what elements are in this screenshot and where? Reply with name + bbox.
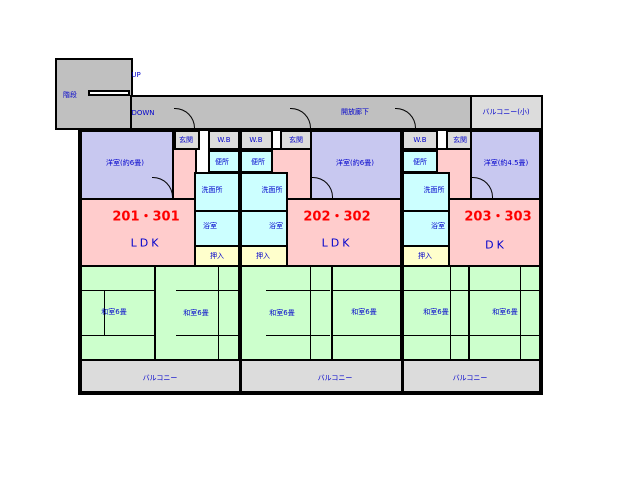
unit2-bath: [240, 210, 288, 247]
tatami-line: [218, 267, 219, 359]
unit3-wb-label: W.B: [413, 136, 427, 144]
unit1-washroom-label: 洗面所: [201, 186, 223, 194]
tatami-line: [404, 335, 468, 336]
tatami-line: [266, 335, 330, 336]
unit2-ldk: [286, 198, 402, 267]
stairs-up-label: UP: [131, 71, 141, 79]
unit2-balcony-label: バルコニー: [317, 374, 353, 382]
unit2-wb-label: W.B: [249, 136, 263, 144]
unit3-entrance-label: 玄関: [453, 136, 467, 144]
unit1-bath: [194, 210, 240, 247]
unit3-japanese-room-2: [468, 265, 541, 361]
unit3-balcony: [402, 359, 541, 393]
unit2-ldk-label: LDK: [321, 236, 353, 250]
unit1-closet-label: 押入: [210, 252, 224, 260]
unit3-japanese-2-label: 和室6畳: [492, 308, 518, 316]
unit2-japanese-room-2: [331, 265, 402, 361]
unit3-dk-label: DK: [485, 238, 507, 252]
unit3-bath-label: 浴室: [431, 222, 445, 230]
unit1-bath-label: 浴室: [203, 222, 217, 230]
unit1-entrance: [174, 130, 200, 150]
stairs-down-label: DOWN: [131, 109, 155, 117]
tatami-line: [450, 267, 451, 359]
unit2-washroom-label: 洗面所: [261, 186, 283, 194]
unit3-toilet-label: 便所: [413, 158, 427, 166]
small-balcony-label: バルコニー(小): [482, 108, 530, 116]
unit1-entrance-label: 玄関: [179, 136, 193, 144]
unit3-japanese-1-label: 和室6畳: [423, 308, 449, 316]
unit1-western-label: 洋室(約6畳): [106, 159, 144, 167]
unit3-washroom-label: 洗面所: [423, 186, 445, 194]
tatami-line: [520, 267, 521, 359]
tatami-line: [333, 290, 400, 291]
tatami-line: [404, 290, 468, 291]
unit3-western-label: 洋室(約4.5畳): [483, 159, 529, 167]
tatami-line: [470, 335, 539, 336]
unit1-ldk: [80, 198, 196, 267]
unit3-western-room: [470, 130, 541, 200]
unit2-japanese-1-label: 和室6畳: [269, 309, 295, 317]
tatami-line: [333, 335, 400, 336]
tatami-line: [310, 267, 311, 359]
unit1-japanese-1-label: 和室6畳: [101, 308, 127, 316]
tatami-line: [104, 290, 105, 335]
unit1-wb-label: W.B: [217, 136, 231, 144]
unit2-closet-label: 押入: [256, 252, 270, 260]
unit1-number: 201・301: [112, 209, 180, 225]
unit2-bath-label: 浴室: [269, 222, 283, 230]
stair-landing-inner: [90, 92, 128, 94]
building-outline: [78, 128, 543, 395]
unit3-dk: [448, 198, 541, 267]
unit1-washroom: [194, 172, 240, 212]
tatami-line: [176, 335, 238, 336]
unit2-western-label: 洋室(約6畳): [336, 159, 374, 167]
unit1-toilet-label: 便所: [215, 158, 229, 166]
unit1-balcony-label: バルコニー: [142, 374, 178, 382]
corridor-label: 開放廊下: [341, 108, 369, 116]
tatami-line: [82, 290, 154, 291]
unit2-wb: [240, 130, 273, 150]
tatami-line: [176, 290, 238, 291]
unit1-ldk-label: LDK: [130, 236, 162, 250]
unit2-toilet-label: 便所: [251, 158, 265, 166]
unit3-closet-label: 押入: [418, 252, 432, 260]
tatami-line: [266, 290, 330, 291]
unit2-japanese-2-label: 和室6畳: [351, 308, 377, 316]
unit1-wb: [208, 130, 240, 150]
unit3-wb: [402, 130, 438, 150]
stairs-label: 階段: [63, 91, 77, 99]
tatami-line: [470, 290, 539, 291]
unit3-number: 203・303: [464, 209, 532, 225]
unit2-japanese-room-1: [240, 265, 333, 361]
unit2-entrance-label: 玄関: [289, 136, 303, 144]
unit1-japanese-2-label: 和室6畳: [183, 309, 209, 317]
unit3-balcony-label: バルコニー: [452, 374, 488, 382]
unit2-number: 202・302: [303, 209, 371, 225]
tatami-line: [82, 335, 154, 336]
